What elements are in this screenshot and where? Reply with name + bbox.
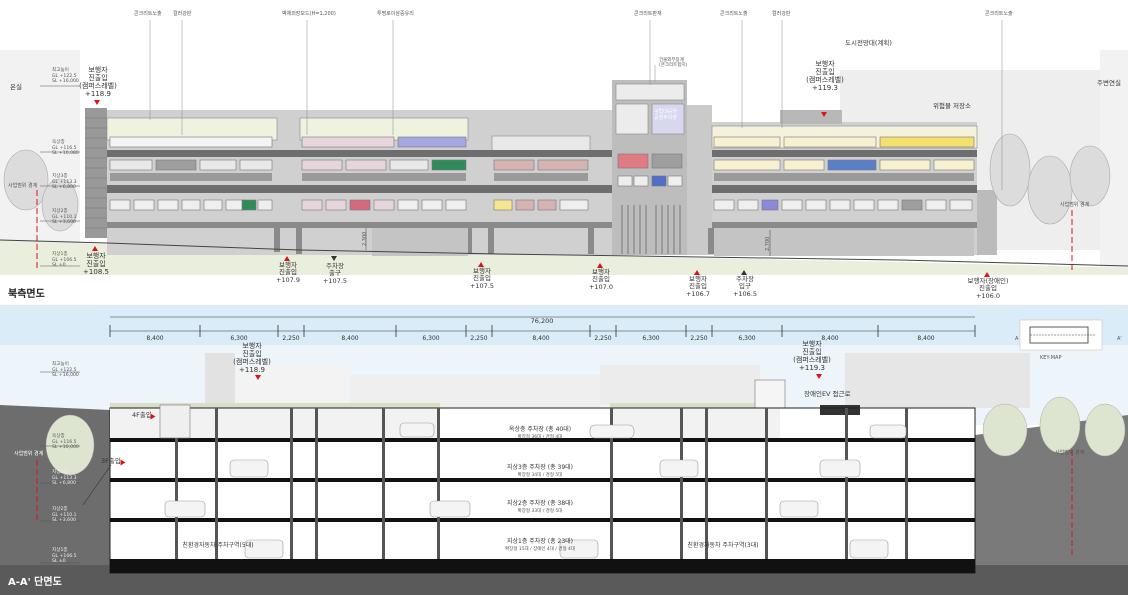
north-entry-7-marker (984, 272, 990, 277)
keymap-a: A (1015, 336, 1019, 342)
north-entry-4-marker (597, 263, 603, 268)
floor-1f-label: 지상1층 주차장 (총 23대) (506, 538, 574, 545)
entry-4f-label: 4F출입 (132, 411, 152, 419)
callout-concrete-3: 콘크리트노출 (985, 11, 1013, 17)
ev-access-label: 장애인EV 접근로 (804, 390, 851, 398)
section-right-boundary: 사업범위 경계 (1055, 450, 1085, 456)
north-entry-6-marker (741, 270, 747, 275)
section-drawing (0, 305, 1128, 595)
span-4: 8,400 (341, 335, 359, 342)
floor-2f-label: 지상2층 주차장 (총 38대) (506, 500, 574, 507)
callout-color-panel-2: 컬러강판 (772, 11, 791, 17)
span-1: 8,400 (146, 335, 164, 342)
north-entry-1-marker (284, 256, 290, 261)
label-city-deck: 도시전망대(계획) (845, 39, 892, 47)
section-total-dim: 76,200 (530, 317, 554, 325)
span-11: 6,300 (738, 335, 756, 342)
eco-right-label: 친환경자동차 주차구역(3대) (687, 542, 759, 549)
floor-1f-sub: 확장형 15대 / 장애인 4대 / 경형 4대 (504, 547, 576, 552)
span-13: 8,400 (917, 335, 935, 342)
entry-4f-marker (150, 413, 156, 420)
label-greenhouse: 온실 (10, 83, 22, 91)
north-left-boundary: 사업범위 경계 (8, 183, 38, 189)
span-9: 6,300 (642, 335, 660, 342)
callout-concrete-panel: 콘크리트판재 (634, 11, 662, 17)
keymap-a-prime: A' (1117, 336, 1122, 342)
span-10: 2,250 (690, 335, 708, 342)
section-ped-right-marker (816, 374, 822, 379)
entry-3f-marker (120, 459, 126, 466)
section-ped-left-marker (255, 375, 261, 380)
callout-concrete-1: 콘크리트노출 (134, 11, 162, 17)
span-5: 6,300 (422, 335, 440, 342)
north-entry-2-marker (331, 256, 337, 261)
north-ped-bottom-left-marker (92, 246, 98, 251)
span-7: 8,400 (532, 335, 550, 342)
callout-wall-board: 벽체외장보드(H=1,200) (282, 11, 336, 17)
label-hazard-storage: 위험물 저장소 (933, 102, 971, 110)
span-3: 2,250 (282, 335, 300, 342)
floor-2f-sub: 확장형 33대 / 경형 5대 (517, 509, 563, 514)
eco-left-label: 친환경자동차 주차구역(5대) (182, 542, 254, 549)
callout-glass: 투명로이삼중유리 (377, 11, 414, 17)
north-entry-3-marker (478, 262, 484, 267)
section-left-boundary: 사업범위 경계 (14, 451, 44, 457)
north-elevation-title: 북측면도 (8, 289, 45, 300)
entry-3f-label: 3F출입 (101, 457, 121, 465)
north-right-boundary: 사업범위 경계 (1060, 202, 1090, 208)
label-surrounding: 주변연실 (1097, 79, 1121, 87)
keymap-label: KEY-MAP (1040, 355, 1062, 361)
section-title: A-A' 단면도 (8, 577, 62, 588)
span-6: 2,250 (470, 335, 488, 342)
label-tower-material: 건물외부용계 (콘크리트합지) (659, 58, 688, 69)
north-dim-2700: 2,700 (765, 236, 771, 251)
floor-roof-label: 옥상층 주차장 (총 40대) (508, 426, 572, 433)
floor-3f-sub: 확장형 34대 / 경형 5대 (517, 473, 563, 478)
callout-concrete-2: 콘크리트노출 (720, 11, 748, 17)
callout-color-panel-1: 컬러강판 (173, 11, 192, 17)
north-elevation-drawing (0, 20, 1128, 275)
span-12: 8,400 (821, 335, 839, 342)
span-8: 2,250 (594, 335, 612, 342)
north-ped-top-left-marker (94, 100, 100, 105)
north-ped-top-right-marker (821, 112, 827, 117)
north-entry-5-marker (694, 270, 700, 275)
floor-3f-label: 지상3층 주차장 (총 39대) (506, 464, 574, 471)
north-dim-2300: 2,300 (362, 231, 368, 246)
label-tower-sign: 구립대공연 공영주차장 (654, 109, 678, 121)
north-entry-7: 보행자(장애인)진출입+106.0 (967, 277, 1009, 300)
floor-roof-sub: 확장형 36대 / 경형 4대 (517, 435, 563, 440)
span-2: 6,300 (230, 335, 248, 342)
